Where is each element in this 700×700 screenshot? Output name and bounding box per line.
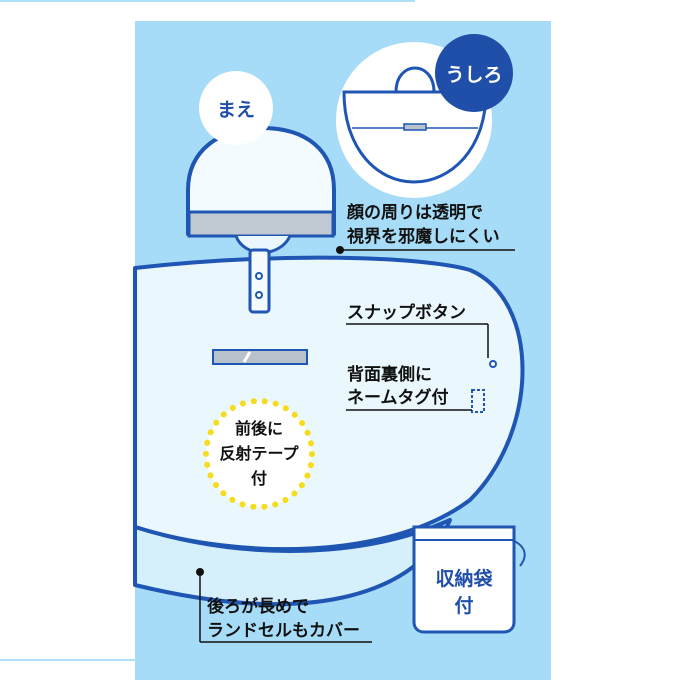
reflect-dotted-circle: [203, 398, 315, 510]
reflect-text-line2: 反射テープ: [219, 444, 299, 463]
reflect-text-line1: 前後に: [235, 419, 283, 438]
nametag-text-line1: 背面裏側に: [347, 364, 432, 385]
poncho-body: [133, 255, 525, 552]
snap-button-top: [255, 272, 263, 280]
nametag-text-line2: ネームタグ付: [347, 387, 449, 408]
back-badge: [435, 34, 513, 112]
poncho-back-hem: [133, 518, 452, 607]
back-reflective-tape: [403, 123, 427, 131]
snap-button-bottom: [255, 291, 263, 299]
bag-text-line1: 収納袋: [435, 567, 493, 590]
reflective-tape: [212, 349, 308, 365]
long-text-line1: 後ろが長めで: [207, 596, 309, 617]
name-tag-dot: [489, 360, 497, 368]
face-leader-dot: [336, 246, 344, 254]
front-badge-label: まえ: [217, 99, 255, 121]
hood-clear-band: [187, 210, 335, 238]
bag-text-line2: 付: [454, 594, 473, 617]
back-poncho: [342, 90, 488, 184]
back-badge-label: うしろ: [445, 64, 502, 86]
back-hood: [394, 66, 436, 94]
snap-text: スナップボタン: [347, 302, 466, 323]
snap-placket: [248, 248, 271, 314]
reflective-tape-sheen: [242, 351, 252, 363]
storage-bag: [412, 525, 516, 634]
front-badge: [199, 71, 273, 145]
name-tag: [471, 389, 485, 413]
storage-bag-drawstring: [511, 539, 526, 567]
face-text-line2: 視界を邪魔しにくい: [346, 226, 500, 247]
face-text-line1: 顔の周りは透明で: [346, 202, 483, 223]
long-text-line2: ランドセルもカバー: [207, 621, 360, 641]
reflect-text-line3: 付: [251, 469, 267, 488]
